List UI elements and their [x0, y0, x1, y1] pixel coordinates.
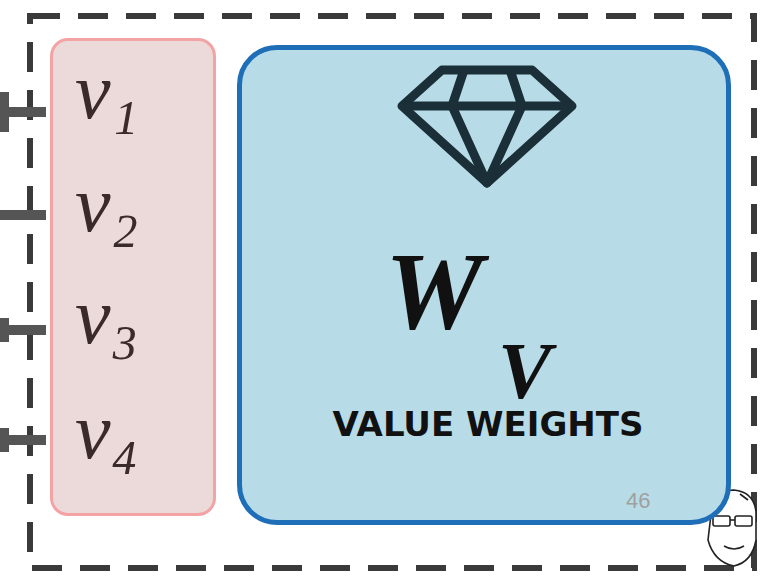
value-vector-box: v₁ v₂ v₃ v₄: [50, 38, 216, 516]
value-symbol: v₁: [75, 51, 138, 131]
value-symbol: v₄: [75, 391, 138, 471]
weight-symbol: W: [385, 236, 483, 346]
caption-text: VALUE WEIGHTS: [333, 407, 644, 441]
dashed-frame: [30, 16, 754, 568]
input-stubs: [0, 92, 46, 452]
value-symbol: v₃: [75, 276, 138, 356]
weight-subscript: V: [498, 331, 551, 411]
value-symbol: v₂: [75, 164, 138, 244]
page-number: 46: [626, 490, 650, 512]
weights-box: WVVALUE WEIGHTS: [237, 45, 731, 525]
diamond-icon: [392, 58, 582, 188]
